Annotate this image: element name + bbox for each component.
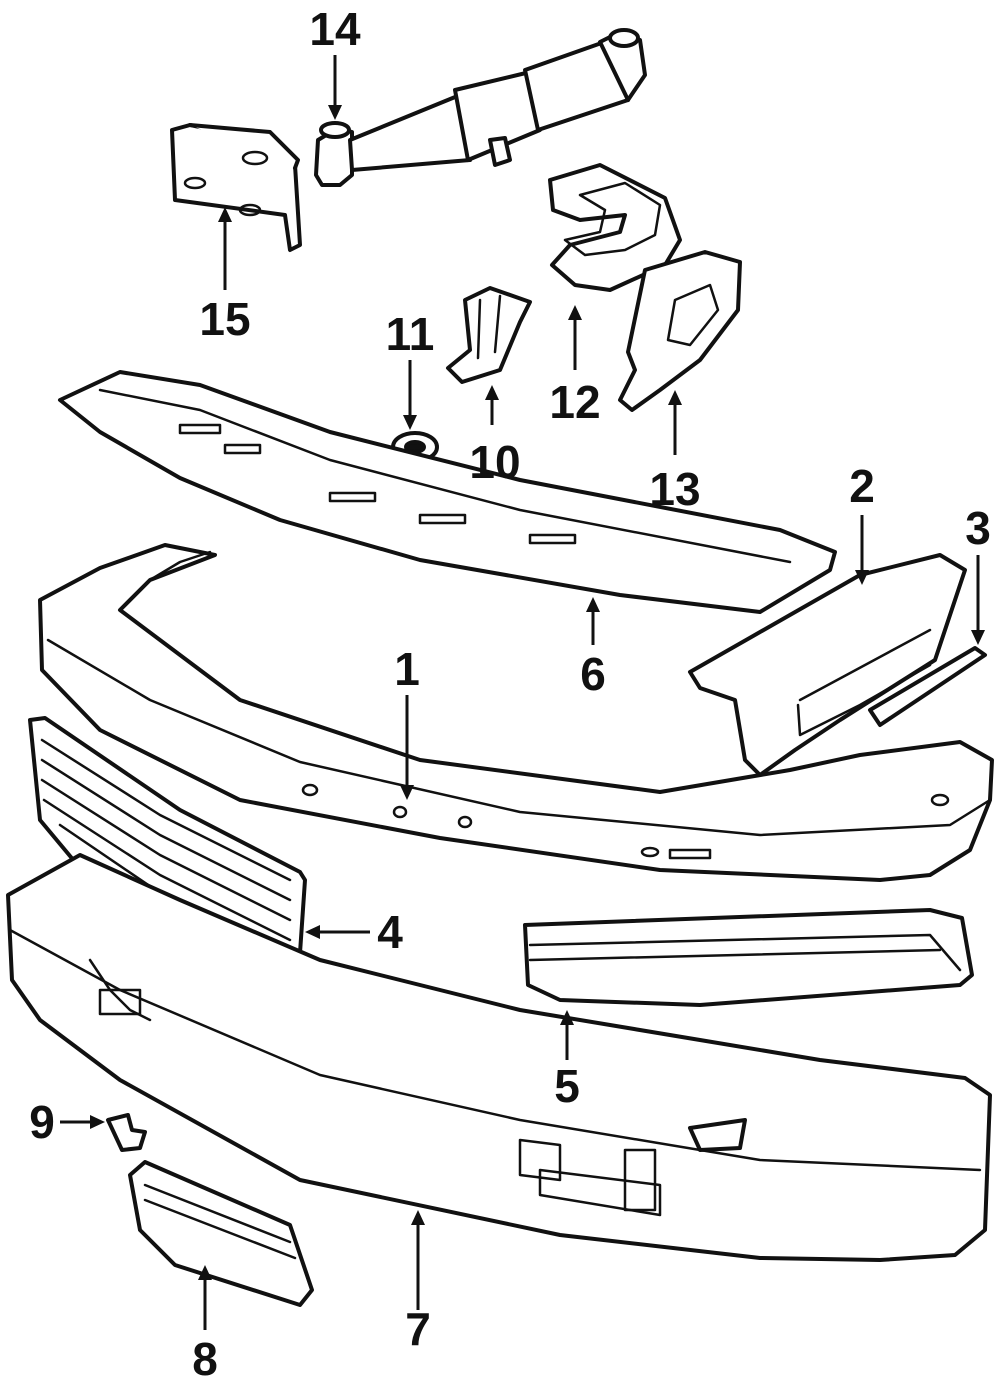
callout-4: 4 (377, 906, 403, 958)
arrowhead-11 (403, 415, 417, 430)
part-2-side-extension (688, 553, 967, 777)
callout-8: 8 (192, 1333, 218, 1385)
arrowhead-6 (586, 597, 600, 612)
part-1-bumper-cover (38, 543, 994, 882)
part-3-trim-strip (868, 646, 987, 727)
callout-3: 3 (965, 502, 991, 554)
callout-5: 5 (554, 1060, 580, 1112)
arrowhead-2 (855, 570, 869, 585)
callout-9: 9 (29, 1096, 55, 1148)
callout-7: 7 (405, 1303, 431, 1355)
arrowhead-13 (668, 390, 682, 405)
callout-leaders (60, 55, 985, 1330)
part-14-energy-absorber (314, 28, 647, 187)
arrowhead-9 (90, 1115, 105, 1129)
arrowhead-3 (971, 630, 985, 645)
callout-13: 13 (649, 463, 700, 515)
arrowhead-1 (400, 785, 414, 800)
callout-11: 11 (386, 308, 435, 360)
part-6-reinforcement (58, 370, 837, 614)
callout-14: 14 (309, 3, 361, 55)
part-15-bracket (170, 123, 302, 252)
callout-10: 10 (469, 436, 520, 488)
callout-2: 2 (849, 460, 875, 512)
arrowhead-14 (328, 105, 342, 120)
callout-1: 1 (394, 643, 420, 695)
arrowhead-7 (411, 1210, 425, 1225)
part-8-lower-molding (128, 1160, 314, 1307)
arrowhead-5 (560, 1010, 574, 1025)
part-13-side-bracket (618, 250, 742, 412)
callout-15: 15 (199, 293, 250, 345)
callout-6: 6 (580, 648, 606, 700)
arrowhead-15 (218, 207, 232, 222)
part-12-mounting-bracket (548, 163, 682, 292)
callout-12: 12 (549, 376, 600, 428)
arrowhead-8 (198, 1265, 212, 1280)
arrowhead-12 (568, 305, 582, 320)
arrowhead-10 (485, 385, 499, 400)
callout-labels: 1 2 3 4 5 6 7 8 9 10 11 12 13 14 15 (29, 3, 991, 1385)
part-5-side-molding (523, 908, 974, 1007)
part-10-small-bracket (446, 286, 532, 384)
part-9-clip (106, 1113, 147, 1152)
arrowhead-4 (305, 925, 320, 939)
part-7-lower-valance (6, 853, 992, 1262)
